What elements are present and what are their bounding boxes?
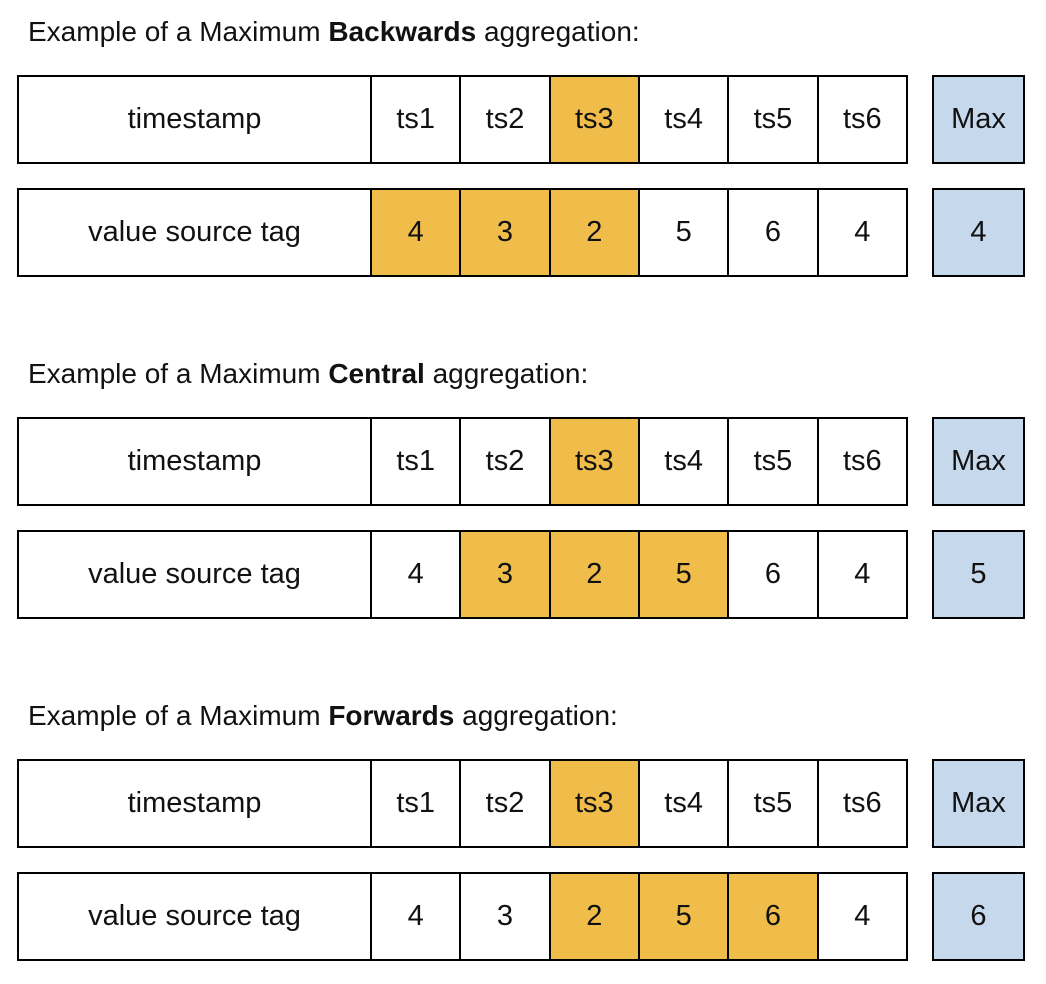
timestamp-cell: ts3 — [550, 77, 640, 162]
max-result-box: 4 — [932, 188, 1025, 277]
timestamp-cell: ts5 — [729, 761, 819, 846]
value-row: value source tag 4 3 2 5 6 4 4 — [17, 188, 1046, 277]
title-text: aggregation: — [424, 358, 589, 389]
value-strip: value source tag 4 3 2 5 6 4 — [17, 530, 908, 619]
timestamp-strip: timestamp ts1 ts2 ts3 ts4 ts5 ts6 — [17, 75, 908, 164]
section-central: Example of a Maximum Central aggregation… — [0, 358, 1046, 619]
title-emphasis: Backwards — [328, 16, 477, 47]
title-emphasis: Forwards — [328, 700, 455, 731]
value-cell: 2 — [550, 532, 640, 617]
section-title: Example of a Maximum Forwards aggregatio… — [28, 700, 1046, 732]
max-result-box: 5 — [932, 530, 1025, 619]
value-row: value source tag 4 3 2 5 6 4 5 — [17, 530, 1046, 619]
title-text: Example of a Maximum — [28, 16, 329, 47]
row-label: value source tag — [19, 532, 372, 617]
value-cell: 3 — [461, 190, 551, 275]
value-cell: 4 — [818, 190, 906, 275]
max-header-box: Max — [932, 75, 1025, 164]
timestamp-cell: ts1 — [372, 419, 462, 504]
title-text: Example of a Maximum — [28, 358, 329, 389]
timestamp-cell: ts5 — [729, 77, 819, 162]
value-cell: 6 — [729, 874, 819, 959]
timestamp-cell: ts6 — [818, 761, 906, 846]
timestamp-row: timestamp ts1 ts2 ts3 ts4 ts5 ts6 Max — [17, 759, 1046, 848]
timestamp-cell: ts3 — [550, 419, 640, 504]
value-cell: 5 — [639, 532, 730, 617]
value-cell: 6 — [729, 532, 819, 617]
section-title: Example of a Maximum Backwards aggregati… — [28, 16, 1046, 48]
timestamp-cell: ts6 — [818, 419, 906, 504]
value-cell: 6 — [729, 190, 819, 275]
title-text: aggregation: — [454, 700, 618, 731]
timestamp-cell: ts2 — [461, 419, 551, 504]
value-strip: value source tag 4 3 2 5 6 4 — [17, 188, 908, 277]
value-row: value source tag 4 3 2 5 6 4 6 — [17, 872, 1046, 961]
timestamp-cell: ts2 — [461, 77, 551, 162]
timestamp-cell: ts6 — [818, 77, 906, 162]
title-text: Example of a Maximum — [28, 700, 329, 731]
value-cell: 4 — [372, 190, 462, 275]
timestamp-cell: ts1 — [372, 77, 462, 162]
timestamp-row: timestamp ts1 ts2 ts3 ts4 ts5 ts6 Max — [17, 417, 1046, 506]
value-cell: 4 — [372, 874, 462, 959]
title-text: aggregation: — [476, 16, 640, 47]
value-cell: 3 — [461, 532, 551, 617]
row-label: timestamp — [19, 761, 372, 846]
value-cell: 2 — [550, 874, 640, 959]
max-header-box: Max — [932, 759, 1025, 848]
value-cell: 5 — [639, 874, 730, 959]
timestamp-cell: ts4 — [639, 761, 730, 846]
value-strip: value source tag 4 3 2 5 6 4 — [17, 872, 908, 961]
value-cell: 3 — [461, 874, 551, 959]
row-label: timestamp — [19, 77, 372, 162]
timestamp-strip: timestamp ts1 ts2 ts3 ts4 ts5 ts6 — [17, 417, 908, 506]
timestamp-cell: ts2 — [461, 761, 551, 846]
max-result-box: 6 — [932, 872, 1025, 961]
section-title: Example of a Maximum Central aggregation… — [28, 358, 1046, 390]
section-forwards: Example of a Maximum Forwards aggregatio… — [0, 700, 1046, 961]
timestamp-cell: ts5 — [729, 419, 819, 504]
title-emphasis: Central — [328, 358, 425, 389]
value-cell: 4 — [372, 532, 462, 617]
timestamp-cell: ts1 — [372, 761, 462, 846]
timestamp-row: timestamp ts1 ts2 ts3 ts4 ts5 ts6 Max — [17, 75, 1046, 164]
section-backwards: Example of a Maximum Backwards aggregati… — [0, 16, 1046, 277]
timestamp-cell: ts4 — [639, 419, 730, 504]
max-header-box: Max — [932, 417, 1025, 506]
row-label: timestamp — [19, 419, 372, 504]
timestamp-cell: ts3 — [550, 761, 640, 846]
value-cell: 5 — [639, 190, 730, 275]
row-label: value source tag — [19, 874, 372, 959]
timestamp-cell: ts4 — [639, 77, 730, 162]
value-cell: 2 — [550, 190, 640, 275]
row-label: value source tag — [19, 190, 372, 275]
value-cell: 4 — [818, 532, 906, 617]
value-cell: 4 — [818, 874, 906, 959]
timestamp-strip: timestamp ts1 ts2 ts3 ts4 ts5 ts6 — [17, 759, 908, 848]
